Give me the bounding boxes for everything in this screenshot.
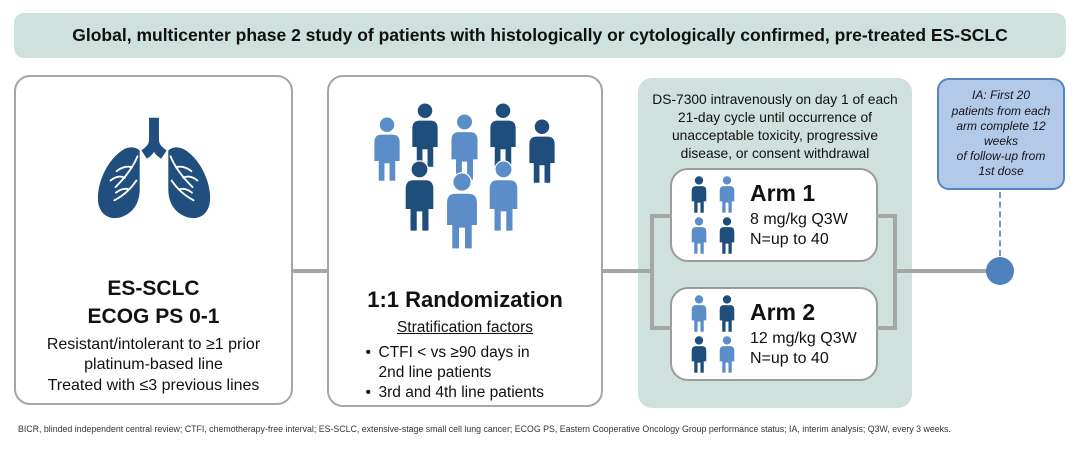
stratification-item-line: 2nd line patients [378, 364, 492, 382]
arm-1-name: Arm 1 [750, 180, 816, 207]
interim-analysis-line: weeks [983, 134, 1018, 148]
person-icon [688, 216, 710, 255]
treatment-description-line: 21-day cycle until occurrence of [677, 109, 873, 125]
population-criteria: Resistant/intolerant to ≥1 prior platinu… [16, 335, 291, 396]
treatment-description-line: disease, or consent withdrawal [680, 145, 870, 161]
study-banner: Global, multicenter phase 2 study of pat… [14, 13, 1066, 58]
split-bracket-left [650, 214, 654, 330]
person-icon [409, 102, 441, 169]
arm-1-dose: 8 mg/kg Q3W [750, 210, 848, 228]
population-criteria-line: Resistant/intolerant to ≥1 prior [46, 336, 261, 353]
person-icon [486, 160, 521, 233]
person-icon [688, 335, 710, 374]
population-title: ES-SCLC ECOG PS 0-1 [16, 275, 291, 331]
population-criteria-line: Treated with ≤3 previous lines [47, 376, 260, 394]
randomization-title: 1:1 Randomization [367, 287, 563, 312]
connector-arm2-left [650, 326, 672, 330]
person-icon [716, 294, 738, 333]
arm-2-sample-size: N=up to 40 [750, 349, 829, 367]
person-icon [526, 118, 558, 185]
patient-group-icon [369, 101, 561, 279]
person-icon [688, 175, 710, 214]
person-icon [402, 160, 437, 233]
arm-2-people-icons [688, 294, 738, 374]
connector-arm1-right [876, 214, 897, 218]
interim-analysis-line: IA: First 20 [971, 88, 1030, 103]
person-icon [443, 172, 481, 251]
stratification-subtitle: Stratification factors [396, 319, 534, 336]
person-icon [448, 113, 481, 182]
person-icon [688, 294, 710, 333]
person-icon [487, 102, 519, 169]
arm-2-box: Arm 2 12 mg/kg Q3W N=up to 40 [670, 287, 878, 381]
treatment-panel: DS-7300 intravenously on day 1 of each 2… [638, 78, 912, 408]
connector-randomization-treatment [601, 269, 654, 273]
arm-1-people-icons [688, 175, 738, 255]
connector-arm1-left [650, 214, 672, 218]
connector-to-milestone [893, 269, 989, 273]
connector-arm2-right [876, 326, 897, 330]
stratification-item-line: 3rd and 4th line patients [378, 384, 544, 402]
interim-analysis-line: 1st dose [978, 164, 1024, 179]
person-icon [371, 116, 403, 183]
interim-analysis-marker-icon [986, 257, 1014, 285]
arm-1-sample-size: N=up to 40 [750, 230, 829, 248]
study-banner-title: Global, multicenter phase 2 study of pat… [72, 25, 1008, 45]
stratification-item: CTFI < vs ≥90 days in 2nd line patients [363, 343, 568, 383]
interim-analysis-line: arm complete 12 [956, 118, 1046, 133]
stratification-item-line: CTFI < vs ≥90 days in [378, 344, 530, 361]
person-icon [716, 335, 738, 374]
population-criteria-line: platinum-based line [84, 356, 223, 374]
population-title-line1: ES-SCLC [107, 277, 200, 300]
lungs-icon [88, 107, 220, 243]
connector-population-randomization [291, 269, 329, 273]
randomization-box: 1:1 Randomization Stratification factors… [327, 75, 603, 407]
arm-2-name: Arm 2 [750, 299, 816, 326]
population-box: ES-SCLC ECOG PS 0-1 Resistant/intolerant… [14, 75, 293, 405]
interim-analysis-note: IA: First 20 patients from each arm comp… [937, 78, 1065, 190]
dashed-connector-ia [999, 192, 1001, 256]
person-icon [716, 216, 738, 255]
population-title-line2: ECOG PS 0-1 [87, 305, 220, 329]
stratification-item: 3rd and 4th line patients [363, 383, 568, 403]
abbreviations-footnote: BICR, blinded independent central review… [18, 424, 951, 434]
interim-analysis-line: of follow-up from [956, 149, 1046, 164]
stratification-list: CTFI < vs ≥90 days in 2nd line patients … [363, 343, 568, 404]
treatment-description: DS-7300 intravenously on day 1 of each 2… [638, 78, 912, 163]
arm-2-dose: 12 mg/kg Q3W [750, 329, 857, 347]
person-icon [716, 175, 738, 214]
treatment-description-line: DS-7300 intravenously on day 1 of each [652, 92, 898, 107]
interim-analysis-line: patients from each [951, 103, 1051, 118]
treatment-description-line: unacceptable toxicity, progressive [671, 127, 879, 143]
arm-1-box: Arm 1 8 mg/kg Q3W N=up to 40 [670, 168, 878, 262]
